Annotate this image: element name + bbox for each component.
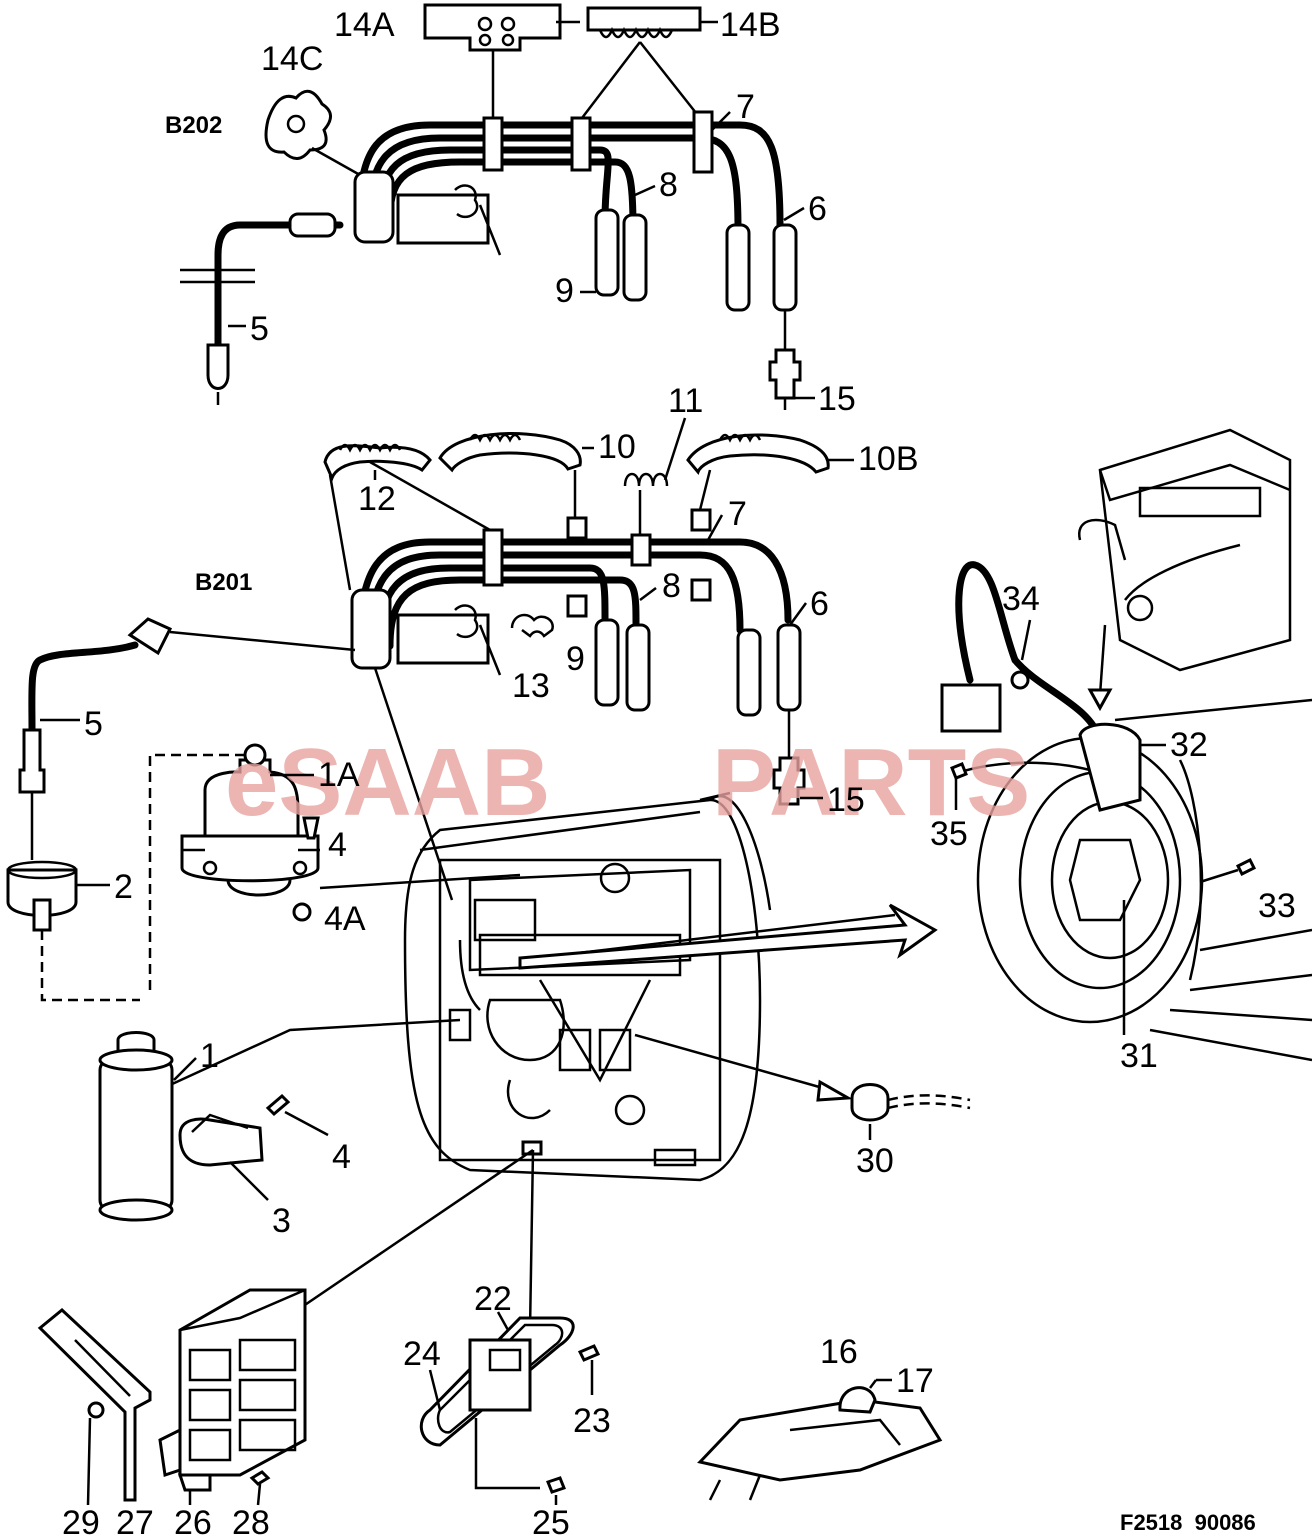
watermark-suffix: PARTS (712, 729, 1030, 836)
callout-1a: 1A (318, 756, 360, 794)
engine-and-pulley (940, 428, 1312, 1062)
callout-b201-8: 8 (662, 567, 681, 605)
callout-34: 34 (1002, 580, 1040, 618)
part-3-clamp (178, 1117, 264, 1167)
callout-28: 28 (232, 1504, 270, 1538)
part-30-sensor (850, 1083, 971, 1122)
b202-coil-lead (180, 212, 344, 405)
callout-32: 32 (1170, 726, 1208, 764)
callout-27: 27 (116, 1504, 154, 1538)
part-27-bracket (37, 1308, 152, 1502)
callout-10: 10 (598, 428, 636, 466)
part-14c-spider (264, 89, 361, 177)
callout-14a: 14A (334, 6, 395, 44)
callout-ticks (40, 20, 1166, 1506)
b202-lead-bundle (356, 110, 802, 410)
callout-4-top: 4 (328, 826, 347, 864)
callout-b202-15: 15 (818, 380, 856, 418)
b202-ignition-lead-assembly (180, 3, 802, 410)
part-22-ignition-module (419, 1316, 601, 1494)
diagram-code: F2518 90086 (1120, 1510, 1256, 1535)
callout-12: 12 (358, 480, 396, 518)
part-1a-coil (180, 743, 320, 897)
callout-b202-5: 5 (250, 310, 269, 348)
callout-26: 26 (174, 1504, 212, 1538)
callout-b201-7: 7 (728, 495, 747, 533)
callout-b201-5: 5 (84, 705, 103, 743)
part-10b-clip (686, 433, 830, 476)
b202-distributor-cap (353, 170, 502, 256)
part-14b-clip-strip (581, 6, 702, 119)
callout-30: 30 (856, 1142, 894, 1180)
b201-ignition-lead-assembly (6, 432, 830, 1002)
callout-33: 33 (1258, 887, 1296, 925)
part-16-housing (697, 1379, 943, 1501)
part-13-clip (510, 613, 554, 638)
callout-4-bottom: 4 (332, 1138, 351, 1176)
engine-bay-view (403, 791, 772, 1182)
callout-11: 11 (668, 382, 703, 420)
callout-3: 3 (272, 1202, 291, 1240)
callout-b201-6: 6 (810, 585, 829, 623)
leader-lines (169, 667, 938, 1332)
callout-16: 16 (820, 1333, 858, 1371)
callout-29: 29 (62, 1504, 100, 1538)
part-4a-nut (292, 902, 312, 922)
watermark: eSAAB PARTS (225, 729, 1030, 836)
part-26-control-unit (158, 1288, 307, 1492)
part-4-screw-bottom (265, 1093, 291, 1117)
callout-14c: 14C (261, 40, 323, 78)
callout-4a: 4A (324, 900, 366, 938)
part-2-boot (6, 860, 78, 932)
part-4-screw-top (302, 816, 320, 840)
part-12-clip (323, 443, 432, 482)
part-1-coil (98, 1031, 174, 1222)
callout-23: 23 (573, 1402, 611, 1440)
callout-b202-9: 9 (555, 272, 574, 310)
callout-2: 2 (114, 868, 133, 906)
callout-b202-7: 7 (736, 88, 755, 126)
callout-35: 35 (930, 815, 968, 853)
callout-b202-8: 8 (659, 166, 678, 204)
callout-10b: 10B (858, 440, 919, 478)
callout-b202-6: 6 (808, 190, 827, 228)
part-10-clip (438, 432, 582, 473)
b201-coil-lead (18, 617, 356, 860)
callout-17: 17 (896, 1362, 934, 1400)
callout-22: 22 (474, 1280, 512, 1318)
callout-13: 13 (512, 667, 550, 705)
callout-b201-9: 9 (566, 640, 585, 678)
part-14a-bracket (423, 3, 562, 120)
callout-b201-15: 15 (827, 781, 865, 819)
callout-31: 31 (1120, 1037, 1158, 1075)
section-label-b201: B201 (195, 569, 252, 596)
callout-24: 24 (403, 1335, 441, 1373)
callout-25: 25 (532, 1504, 570, 1538)
section-label-b202: B202 (165, 112, 222, 139)
callout-1: 1 (200, 1037, 219, 1075)
part-11-clip (623, 472, 669, 487)
watermark-prefix: eSAAB (225, 729, 550, 836)
b201-distributor-cap (350, 588, 502, 676)
callout-labels: B202 B201 14A 14B 14C 7 8 6 9 5 15 11 10… (62, 6, 1296, 1538)
callout-14b: 14B (720, 6, 781, 44)
